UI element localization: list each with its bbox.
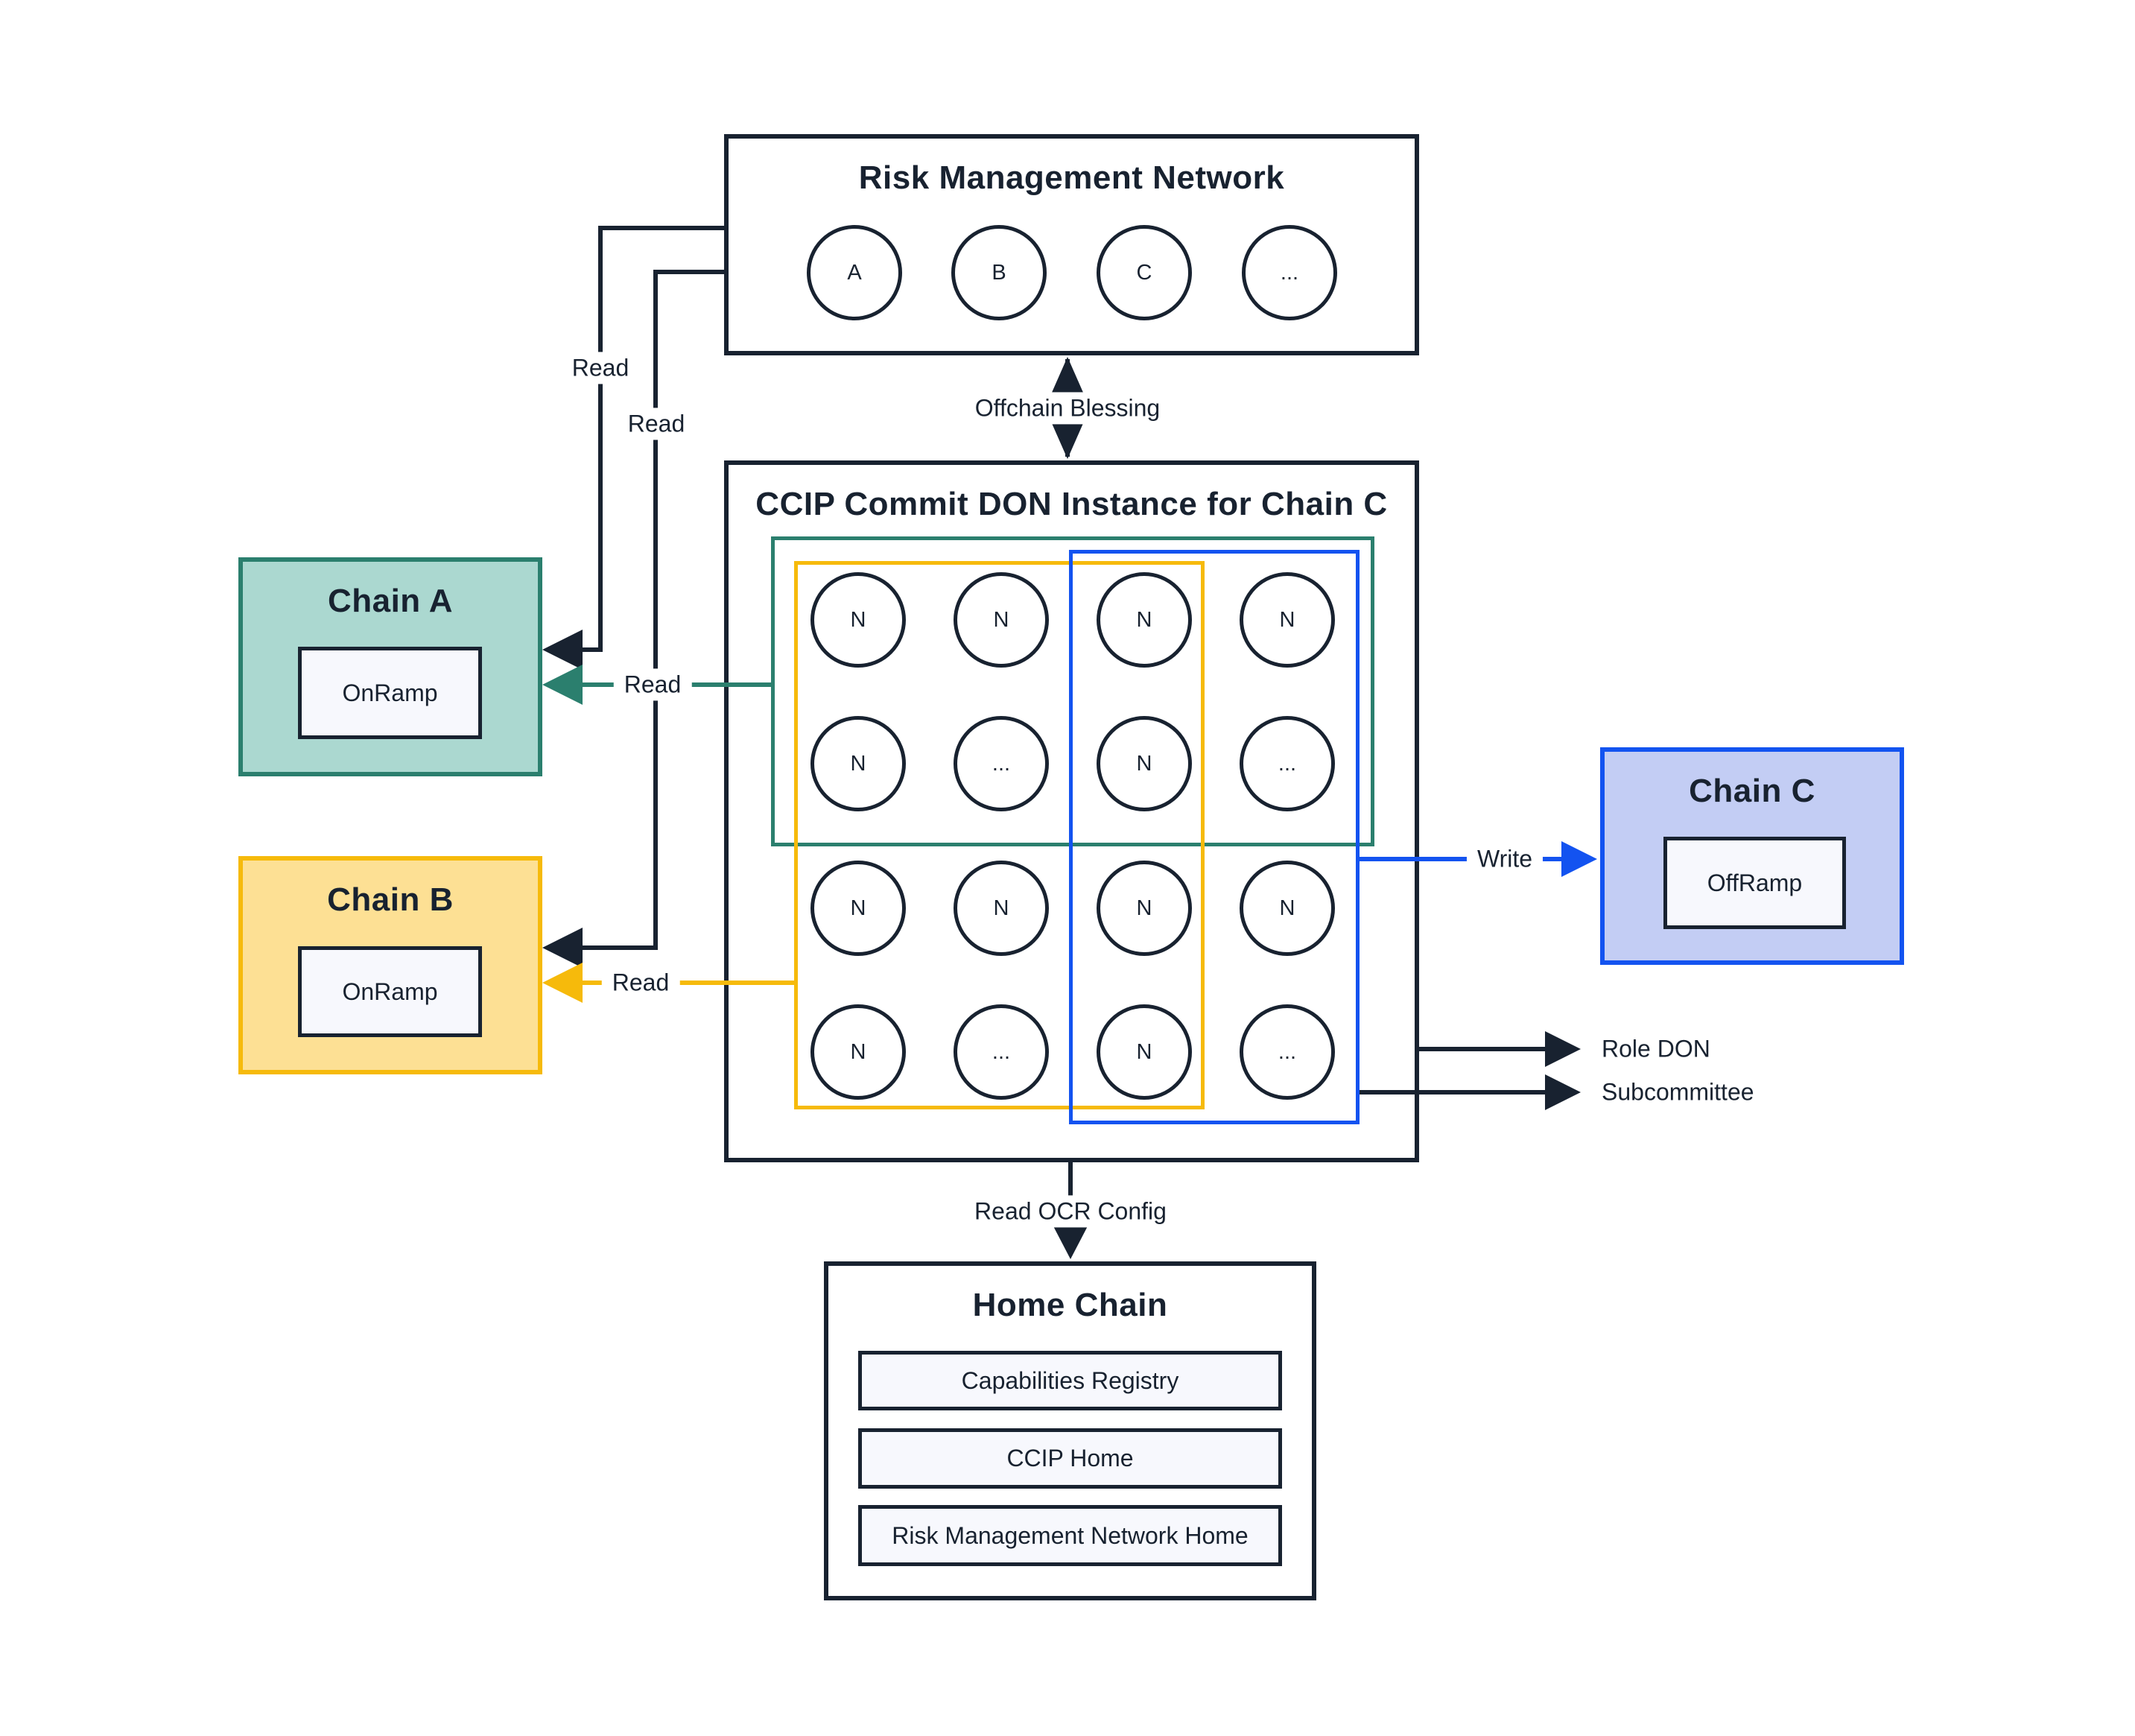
rmn-node-b: B xyxy=(951,225,1047,320)
chain-a-onramp-label: OnRamp xyxy=(342,679,438,706)
rmn-node-b-label: B xyxy=(992,260,1006,285)
commit-don-title: CCIP Commit DON Instance for Chain C xyxy=(755,486,1388,522)
don-node-r2c4: ... xyxy=(1240,716,1335,811)
don-node-label: N xyxy=(993,896,1009,920)
read-label-rmn-to-a: Read xyxy=(561,352,640,384)
don-node-label: ... xyxy=(992,751,1011,776)
chain-c-title: Chain C xyxy=(1689,773,1815,809)
don-node-r4c2: ... xyxy=(954,1004,1049,1100)
offchain-blessing-label: Offchain Blessing xyxy=(964,392,1171,425)
don-node-label: ... xyxy=(1278,1039,1297,1064)
don-node-r1c2: N xyxy=(954,572,1049,668)
don-node-r4c4: ... xyxy=(1240,1004,1335,1100)
don-node-label: ... xyxy=(992,1039,1011,1064)
don-node-r2c3: N xyxy=(1097,716,1192,811)
chain-b-title: Chain B xyxy=(327,881,454,918)
rmn-home-box: Risk Management Network Home xyxy=(858,1505,1282,1566)
don-node-label: N xyxy=(850,607,866,632)
don-node-r1c1: N xyxy=(810,572,906,668)
rmn-node-a: A xyxy=(807,225,902,320)
don-node-r1c3: N xyxy=(1097,572,1192,668)
don-node-label: N xyxy=(1136,1039,1152,1064)
don-node-r3c2: N xyxy=(954,861,1049,956)
chain-a-title: Chain A xyxy=(327,583,454,619)
don-node-r4c1: N xyxy=(810,1004,906,1100)
don-node-r4c3: N xyxy=(1097,1004,1192,1100)
rmn-node-more-label: ... xyxy=(1280,260,1299,285)
risk-management-network-title: Risk Management Network xyxy=(858,159,1285,196)
don-node-label: N xyxy=(1136,896,1152,920)
chain-b-onramp-label: OnRamp xyxy=(342,978,438,1005)
don-group-rect-chain-a xyxy=(771,536,1374,846)
write-label: Write xyxy=(1466,843,1544,875)
chain-a-onramp-box: OnRamp xyxy=(298,647,482,739)
don-node-r3c3: N xyxy=(1097,861,1192,956)
ccip-home-label: CCIP Home xyxy=(1006,1445,1134,1472)
don-node-label: N xyxy=(850,896,866,920)
read-label-don-to-a: Read xyxy=(613,668,692,701)
rmn-node-a-label: A xyxy=(847,260,862,285)
don-node-r2c2: ... xyxy=(954,716,1049,811)
don-node-label: N xyxy=(1279,896,1295,920)
don-node-label: N xyxy=(850,751,866,776)
don-node-label: N xyxy=(993,607,1009,632)
rmn-home-label: Risk Management Network Home xyxy=(892,1521,1249,1549)
don-group-rect-chain-b xyxy=(794,561,1205,1109)
read-ocr-config-label: Read OCR Config xyxy=(964,1195,1177,1228)
rmn-node-more: ... xyxy=(1242,225,1337,320)
home-chain-title: Home Chain xyxy=(972,1287,1168,1323)
don-node-r3c1: N xyxy=(810,861,906,956)
role-don-label: Role DON xyxy=(1602,1033,1710,1065)
chain-c-offramp-label: OffRamp xyxy=(1707,869,1803,896)
subcommittee-label: Subcommittee xyxy=(1602,1076,1754,1109)
don-node-label: N xyxy=(1136,751,1152,776)
read-label-don-to-b: Read xyxy=(601,966,680,999)
don-node-label: ... xyxy=(1278,751,1297,776)
chain-b-onramp-box: OnRamp xyxy=(298,946,482,1037)
don-node-label: N xyxy=(1279,607,1295,632)
chain-c-offramp-box: OffRamp xyxy=(1663,837,1846,929)
capabilities-registry-box: Capabilities Registry xyxy=(858,1351,1282,1410)
don-node-label: N xyxy=(850,1039,866,1064)
rmn-node-c: C xyxy=(1097,225,1192,320)
don-node-r3c4: N xyxy=(1240,861,1335,956)
ccip-home-box: CCIP Home xyxy=(858,1428,1282,1489)
capabilities-registry-label: Capabilities Registry xyxy=(961,1366,1179,1394)
rmn-node-c-label: C xyxy=(1136,260,1152,285)
don-group-rect-subcommittee xyxy=(1069,550,1360,1124)
don-node-r2c1: N xyxy=(810,716,906,811)
don-node-r1c4: N xyxy=(1240,572,1335,668)
don-node-label: N xyxy=(1136,607,1152,632)
read-label-rmn-to-b: Read xyxy=(617,408,696,440)
